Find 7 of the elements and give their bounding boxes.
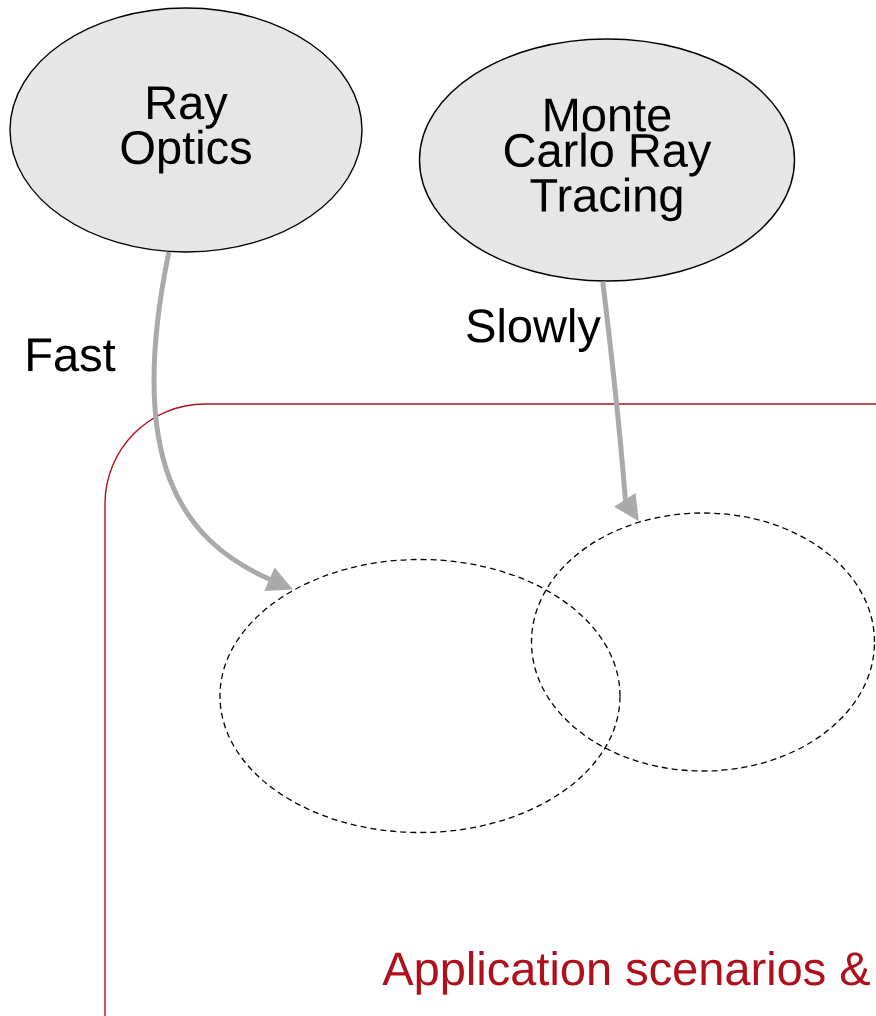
dashed-ellipse [219,558,621,834]
frame-heading: Application scenarios & [382,950,870,995]
edge-label: Slowly [464,307,602,353]
dashed-ellipse [530,512,876,772]
edge-label: Fast [23,337,117,373]
ellipse-node: Monte Carlo Ray Tracing [418,38,796,282]
ellipse-node: Ray Optics [9,7,363,253]
